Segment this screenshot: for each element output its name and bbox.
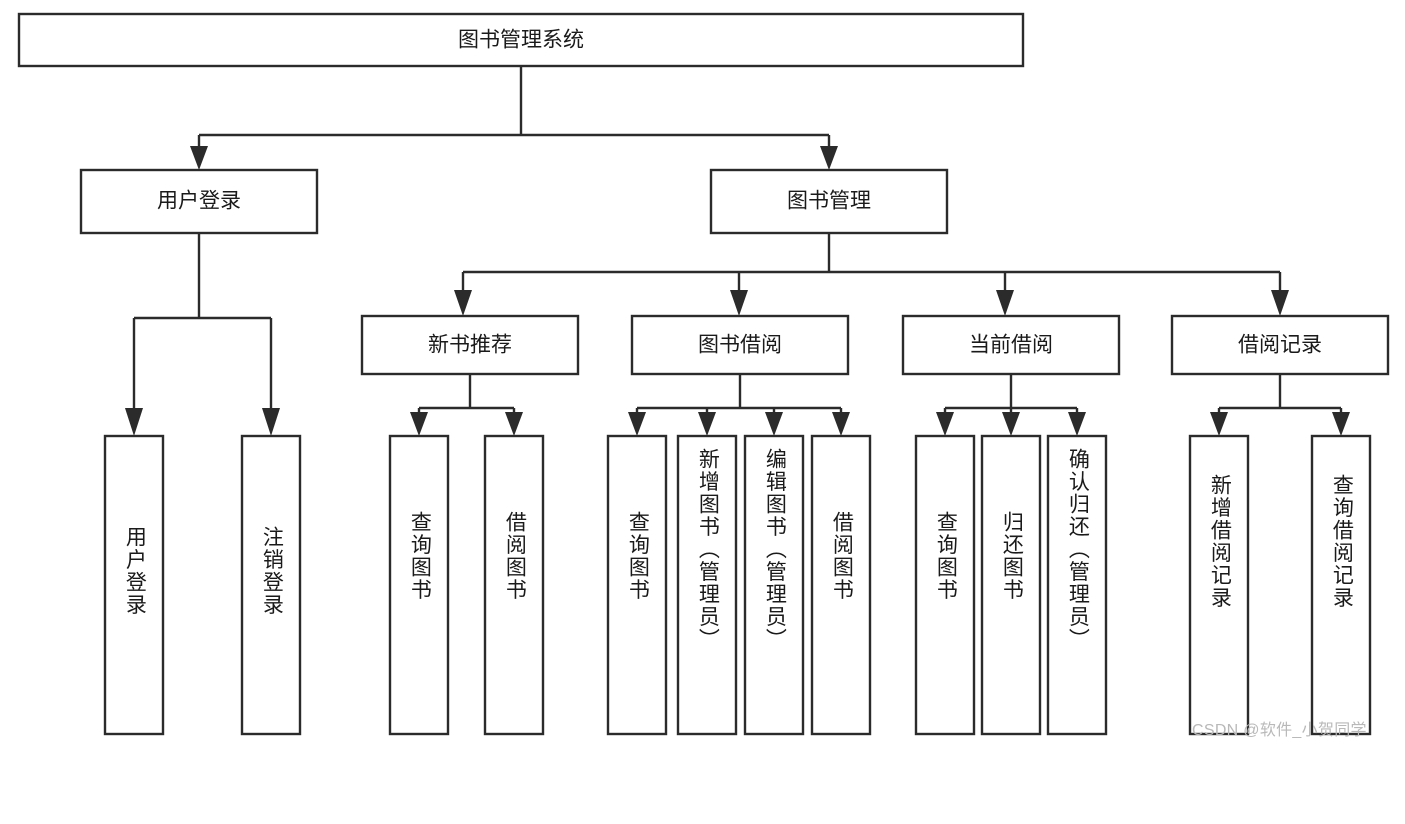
node-current-borrow-label: 当前借阅 [969,334,1053,357]
diagram-canvas: 图书管理系统 用户登录 图书管理 新书推荐 图书借阅 当前借阅 借阅记录 [17,12,1390,739]
node-new-book-recommend-label: 新书推荐 [428,334,512,357]
node-new-book-recommend[interactable]: 新书推荐 [360,314,580,376]
connector-group-userlogin-to-leaves [125,233,280,436]
node-book-borrow-label: 图书借阅 [698,334,782,357]
node-leaf-query-book-box[interactable] [606,434,668,736]
node-leaf-borrow-book-box[interactable] [810,434,872,736]
node-user-login-label: 用户登录 [157,190,241,213]
node-leaf-query-book-rec-box[interactable] [388,434,450,736]
connector-group-bookmgmt-to-level2 [454,233,1289,316]
arrow-to-leaf-user-login [125,408,143,436]
arrow-to-leaf-query-book-rec [410,412,428,436]
arrow-to-new-book-recommend [454,290,472,316]
arrow-to-leaf-add-record [1210,412,1228,436]
node-leaf-confirm-return-box[interactable] [1046,434,1108,736]
arrow-to-current-borrow [996,290,1014,316]
node-leaf-edit-book-box[interactable] [743,434,805,736]
arrow-to-book-borrow [730,290,748,316]
node-book-management-box[interactable] [709,168,949,235]
node-root-system-box[interactable] [17,12,1025,68]
node-user-login-box[interactable] [79,168,319,235]
hierarchy-diagram-svg: 图书管理系统 用户登录 图书管理 新书推荐 图书借阅 当前借阅 借阅记录 [17,12,1390,736]
arrow-to-leaf-borrow-book [832,412,850,436]
node-leaf-user-logout-box[interactable] [240,434,302,736]
node-leaf-user-login-box[interactable] [103,434,165,736]
arrow-to-borrow-record [1271,290,1289,316]
node-book-management-label: 图书管理 [787,190,871,213]
node-leaf-query-record-box[interactable] [1310,434,1372,736]
node-leaf-add-book-box[interactable] [676,434,738,736]
node-book-management[interactable]: 图书管理 [709,168,949,235]
node-user-login[interactable]: 用户登录 [79,168,319,235]
node-leaf-query-book-cur-box[interactable] [914,434,976,736]
arrow-to-leaf-borrow-book-rec [505,412,523,436]
node-book-borrow-box[interactable] [630,314,850,376]
arrow-to-user-login [190,146,208,170]
connector-group-currentborrow-to-leaves [936,374,1086,436]
arrow-to-leaf-confirm-return [1068,412,1086,436]
arrow-to-leaf-query-book [628,412,646,436]
connector-group-root-to-level1 [190,66,838,170]
connector-group-borrowrecord-to-leaves [1210,374,1350,436]
arrow-to-leaf-query-record [1332,412,1350,436]
node-root-system[interactable]: 图书管理系统 [17,12,1025,68]
arrow-to-leaf-user-logout [262,408,280,436]
node-borrow-record-label: 借阅记录 [1238,334,1322,357]
arrow-to-book-management [820,146,838,170]
node-root-system-label: 图书管理系统 [458,29,584,52]
node-leaf-add-record-box[interactable] [1188,434,1250,736]
node-borrow-record-box[interactable] [1170,314,1390,376]
node-book-borrow[interactable]: 图书借阅 [630,314,850,376]
node-leaf-return-book-box[interactable] [980,434,1042,736]
connector-group-bookborrow-to-leaves [628,374,850,436]
node-current-borrow[interactable]: 当前借阅 [901,314,1121,376]
node-leaf-borrow-book-rec-box[interactable] [483,434,545,736]
arrow-to-leaf-query-book-cur [936,412,954,436]
node-new-book-recommend-box[interactable] [360,314,580,376]
connector-group-newbook-to-leaves [410,374,523,436]
node-borrow-record[interactable]: 借阅记录 [1170,314,1390,376]
arrow-to-leaf-edit-book [765,412,783,436]
arrow-to-leaf-return-book [1002,412,1020,436]
arrow-to-leaf-add-book [698,412,716,436]
node-current-borrow-box[interactable] [901,314,1121,376]
csdn-watermark: CSDN @软件_小贺同学 [1192,722,1367,739]
